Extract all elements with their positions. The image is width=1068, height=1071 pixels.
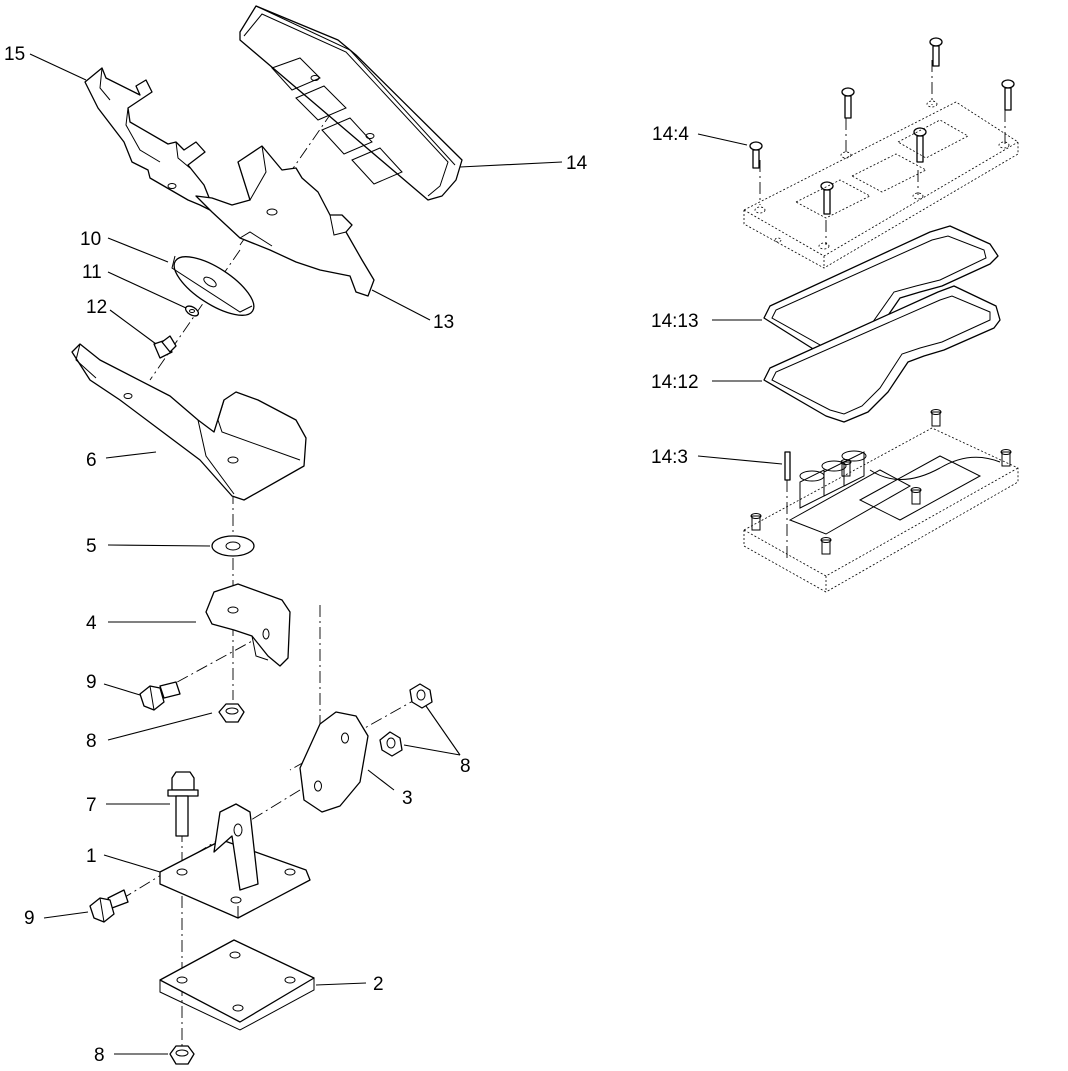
callout-14-4: 14:4 (652, 124, 689, 145)
screws-part-14-4 (749, 37, 1015, 215)
remote-part-14 (239, 5, 463, 201)
callout-11: 11 (82, 262, 102, 283)
callout-15: 15 (4, 44, 25, 65)
bolt-part-7 (167, 771, 199, 837)
callout-10: 10 (80, 229, 101, 250)
callout-4: 4 (86, 613, 97, 634)
callout-9-upper: 9 (86, 672, 97, 693)
washer-part-11 (184, 305, 200, 317)
callout-6: 6 (86, 450, 97, 471)
callout-14-3: 14:3 (651, 447, 688, 468)
callout-5: 5 (86, 536, 97, 557)
l-bracket-part-4 (205, 583, 291, 667)
callout-labels: 15 14 13 10 11 12 6 5 4 9 8 8 3 7 1 9 2 … (4, 44, 699, 1066)
bolt-part-9-lower (89, 889, 129, 923)
callout-8-bottom: 8 (94, 1045, 105, 1066)
housing-lower-phantom (743, 409, 1019, 593)
pin-part-14-3 (784, 451, 791, 481)
callout-14: 14 (566, 153, 588, 174)
callout-1: 1 (86, 846, 97, 867)
callout-14-12: 14:12 (651, 372, 699, 393)
washer-part-5 (211, 535, 255, 557)
nut-part-8-bottom (169, 1045, 195, 1065)
bracket-part-13 (195, 145, 375, 297)
base-plate-part-1 (159, 803, 311, 919)
callout-3: 3 (402, 788, 413, 809)
bracket-part-15 (84, 67, 221, 213)
callout-2: 2 (373, 974, 384, 995)
square-plate-part-2 (159, 939, 315, 1031)
nuts-part-8-right (379, 683, 433, 757)
callout-14-13: 14:13 (651, 311, 699, 332)
cover-top-phantom (743, 100, 1019, 269)
bolt-part-9-upper (139, 681, 181, 711)
callout-8-right: 8 (460, 756, 471, 777)
callout-13: 13 (433, 312, 454, 333)
callout-8-center: 8 (86, 731, 97, 752)
callout-12: 12 (86, 297, 107, 318)
gasket-part-14-12 (763, 285, 1001, 423)
leader-lines (29, 53, 783, 1055)
disc-part-10 (171, 255, 255, 316)
screw-part-12 (153, 335, 177, 359)
callout-7: 7 (86, 795, 97, 816)
plate-part-3 (299, 711, 369, 813)
callout-9-lower: 9 (24, 908, 35, 929)
nut-part-8-center (218, 703, 245, 723)
mount-plate-part-6 (71, 343, 307, 501)
